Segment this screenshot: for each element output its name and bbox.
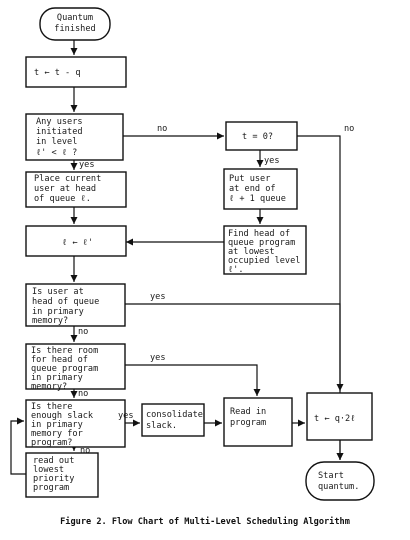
svg-text:t ← t - q: t ← t - q <box>34 68 81 78</box>
svg-text:lowest: lowest <box>33 465 64 475</box>
node-quantum-finished: Quantum finished <box>39 7 111 41</box>
node-is-user-head: Is user at head of queue in primary memo… <box>25 283 126 327</box>
svg-text:for head of: for head of <box>31 355 88 365</box>
node-enough-slack: Is there enough slack in primary memory … <box>25 399 126 448</box>
svg-text:in primary: in primary <box>32 307 84 317</box>
edge-labels: no yes no yes yes no yes no yes no <box>78 124 354 456</box>
label-t0-no: no <box>344 124 354 134</box>
edge-room-yes <box>125 364 261 396</box>
svg-text:in primary: in primary <box>31 373 83 383</box>
svg-text:program?: program? <box>31 438 72 448</box>
svg-text:in level: in level <box>36 137 77 147</box>
svg-text:initiated: initiated <box>36 127 83 137</box>
node-t-q2: t ← q·2ℓ <box>306 392 373 441</box>
svg-text:Quantum: Quantum <box>57 13 93 23</box>
node-is-room: Is there room for head of queue program … <box>25 343 126 392</box>
node-read-out: read out lowest priority program <box>25 452 99 498</box>
svg-text:user at head: user at head <box>34 184 96 194</box>
svg-text:ℓ + 1 queue: ℓ + 1 queue <box>229 194 286 204</box>
svg-text:Put user: Put user <box>229 174 270 184</box>
node-any-users: Any users initiated in level ℓ' < ℓ ? <box>25 113 124 161</box>
svg-text:Is there room: Is there room <box>31 346 98 356</box>
label-room-no: no <box>78 389 88 399</box>
svg-text:program: program <box>230 418 266 428</box>
svg-text:memory?: memory? <box>32 316 68 326</box>
label-any-no: no <box>157 124 167 134</box>
label-room-yes: yes <box>150 353 166 363</box>
svg-text:ℓ'.: ℓ'. <box>228 265 244 275</box>
svg-text:in primary: in primary <box>31 420 83 430</box>
svg-text:at lowest: at lowest <box>228 247 275 257</box>
node-t-minus-q: t ← t - q <box>25 56 127 88</box>
node-put-user: Put user at end of ℓ + 1 queue <box>223 168 298 210</box>
nodes: Quantum finished t ← t - q Any users ini… <box>25 7 375 501</box>
svg-text:t = 0?: t = 0? <box>242 132 273 142</box>
node-find-head: Find head of queue program at lowest occ… <box>223 225 307 275</box>
svg-text:read out: read out <box>33 456 74 466</box>
svg-text:occupied level: occupied level <box>228 256 300 266</box>
svg-text:consolidate: consolidate <box>146 410 203 420</box>
svg-text:t ← q·2ℓ: t ← q·2ℓ <box>314 414 355 424</box>
svg-text:queue program: queue program <box>31 364 98 374</box>
node-place-current: Place current user at head of queue ℓ. <box>25 171 127 208</box>
label-any-yes: yes <box>79 160 95 170</box>
figure-caption: Figure 2. Flow Chart of Multi-Level Sche… <box>60 516 350 527</box>
edges <box>10 40 344 475</box>
svg-text:enough slack: enough slack <box>31 411 94 421</box>
svg-text:Start: Start <box>318 471 344 481</box>
label-t0-yes: yes <box>264 156 280 166</box>
svg-text:memory for: memory for <box>31 429 83 439</box>
svg-text:ℓ' < ℓ ?: ℓ' < ℓ ? <box>36 148 77 158</box>
label-head-no: no <box>78 327 88 337</box>
label-head-yes: yes <box>150 292 166 302</box>
node-l-assign: ℓ ← ℓ' <box>25 225 127 257</box>
svg-text:Read in: Read in <box>230 407 266 417</box>
label-slack-yes: yes <box>118 411 134 421</box>
label-slack-no: no <box>80 446 90 456</box>
svg-text:Is user at: Is user at <box>32 287 84 297</box>
node-read-in: Read in program <box>223 397 293 447</box>
svg-text:Place current: Place current <box>34 174 101 184</box>
svg-text:quantum.: quantum. <box>318 482 359 492</box>
svg-text:Find head of: Find head of <box>228 229 290 239</box>
svg-text:Any users: Any users <box>36 117 83 127</box>
svg-text:memory?: memory? <box>31 382 67 392</box>
svg-text:ℓ ← ℓ': ℓ ← ℓ' <box>62 238 93 248</box>
svg-text:priority: priority <box>33 474 74 484</box>
svg-text:of queue ℓ.: of queue ℓ. <box>34 194 91 204</box>
svg-text:head of queue: head of queue <box>32 297 99 307</box>
node-consolidate: consolidate slack. <box>141 403 205 437</box>
svg-text:queue program: queue program <box>228 238 295 248</box>
svg-text:program: program <box>33 483 69 493</box>
edge-head-yes <box>125 303 344 391</box>
svg-text:slack.: slack. <box>146 421 177 431</box>
node-t-zero: t = 0? <box>225 121 298 151</box>
node-start-quantum: Start quantum. <box>305 461 375 501</box>
edge-readout-loop <box>10 417 26 475</box>
svg-text:Is there: Is there <box>31 402 72 412</box>
svg-text:at end of: at end of <box>229 184 276 194</box>
svg-text:finished: finished <box>54 24 95 34</box>
